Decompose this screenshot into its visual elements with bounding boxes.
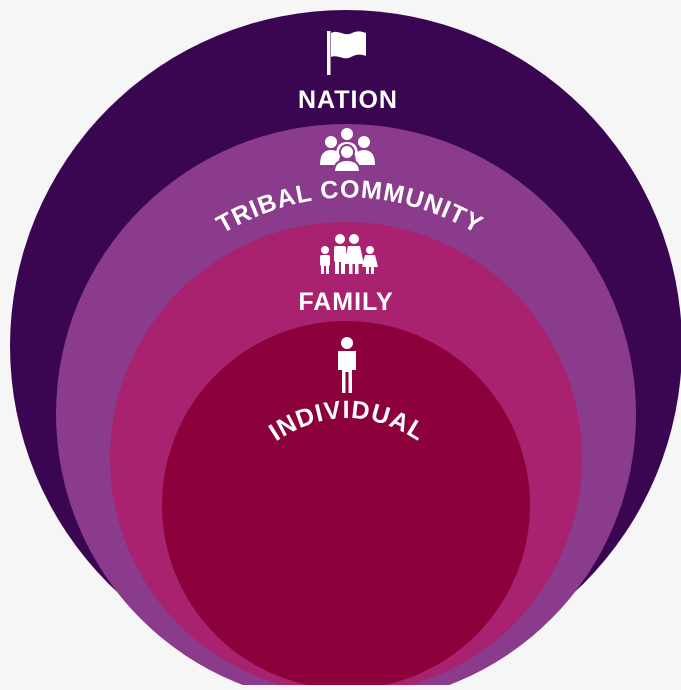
group-icon [320,128,375,173]
circle-individual [162,321,530,689]
nation-label: NATION [298,86,398,114]
person-icon [338,337,356,393]
family-icon [320,234,378,274]
family-label: FAMILY [298,288,393,316]
flag-icon [327,31,366,75]
